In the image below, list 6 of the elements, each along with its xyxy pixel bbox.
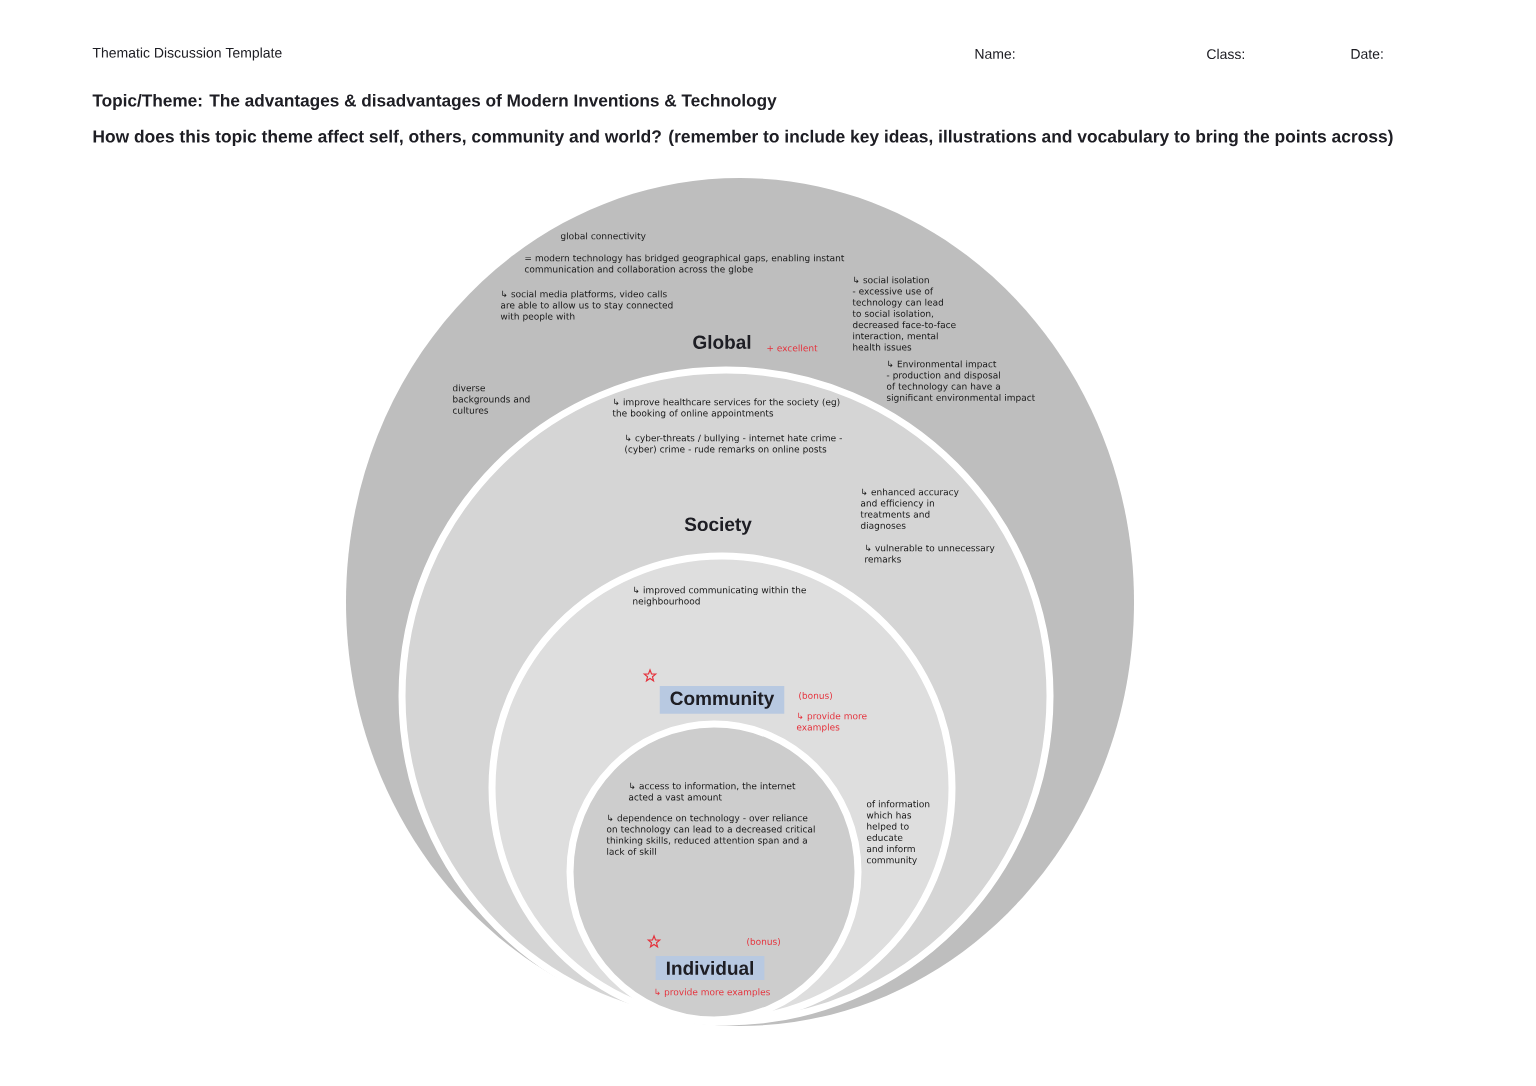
zone-heading: Global <box>693 335 751 349</box>
zone-heading: Society <box>684 517 752 535</box>
title: Topic/Theme: The advantages & disadvantages of Modern Inventions & Technology <box>92 93 777 111</box>
question-text: How does this topic theme affect self, others, community and world? (remember to include key ideas, illustrations and vocabulary to bring the points across) <box>93 129 1393 147</box>
highlighted-heading: Individual <box>655 956 765 980</box>
highlighted-heading: Community <box>659 686 785 714</box>
